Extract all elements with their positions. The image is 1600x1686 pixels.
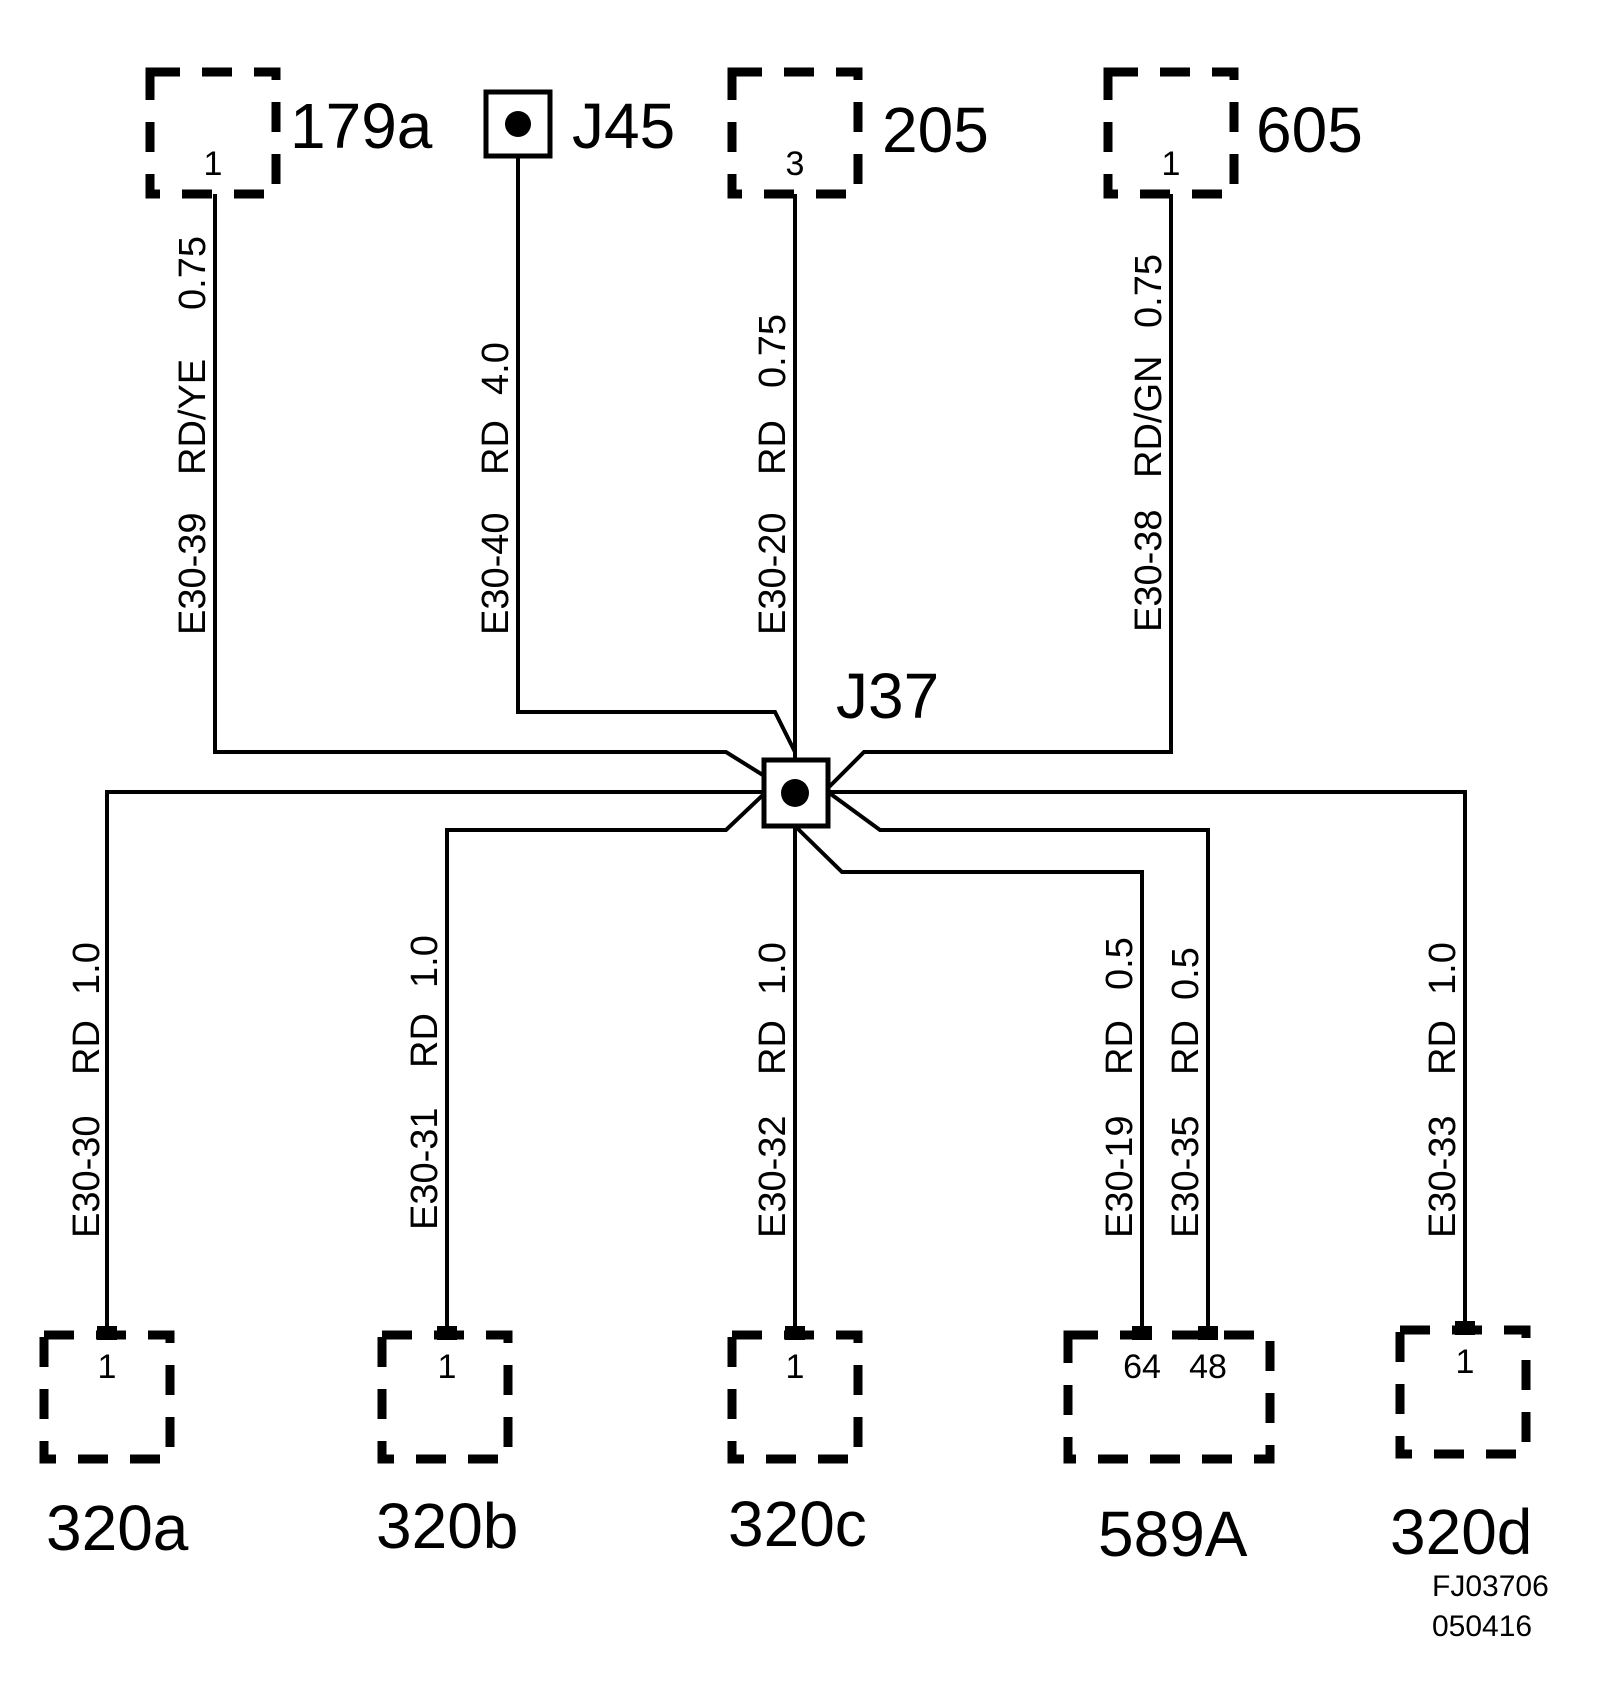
wire-color-e30-40: RD	[475, 420, 517, 475]
figure-code-line2: 050416	[1432, 1610, 1532, 1643]
connector-205-label: 205	[882, 94, 989, 166]
connector-320d-terminal	[1455, 1321, 1475, 1335]
wire-size-e30-33: 1.0	[1422, 942, 1464, 995]
wire-label-e30-35: E30-35 RD 0.5	[1165, 947, 1207, 1238]
wire-e30-39	[213, 194, 792, 794]
connector-320a-label: 320a	[46, 1492, 189, 1564]
connector-589a-label: 589A	[1098, 1498, 1248, 1570]
wire-circuit-e30-40: E30-40	[475, 512, 517, 635]
connector-320b-pin: 1	[438, 1348, 457, 1386]
wire-e30-38	[824, 194, 1173, 792]
wire-size-e30-30: 1.0	[66, 942, 108, 995]
wire-label-e30-39: E30-39 RD/YE 0.75	[172, 236, 214, 635]
wire-color-e30-33: RD	[1422, 1020, 1464, 1075]
wire-size-e30-19: 0.5	[1099, 937, 1141, 990]
figure-code-line1: FJ03706	[1432, 1570, 1549, 1603]
wire-circuit-e30-20: E30-20	[752, 512, 794, 635]
wire-color-e30-35: RD	[1165, 1020, 1207, 1075]
wire-label-e30-38: E30-38 RD/GN 0.75	[1128, 254, 1170, 632]
connector-320d-label: 320d	[1390, 1496, 1532, 1568]
wire-circuit-e30-30: E30-30	[66, 1115, 108, 1238]
wire-label-e30-31: E30-31 RD 1.0	[404, 935, 446, 1230]
wire-e30-40	[516, 156, 797, 753]
connector-320b-label: 320b	[376, 1490, 518, 1562]
connector-179a-box	[145, 67, 281, 199]
connector-589a-terminal-48	[1198, 1326, 1218, 1340]
wire-label-e30-19: E30-19 RD 0.5	[1099, 937, 1141, 1238]
connector-205-box	[727, 67, 863, 199]
connector-320a-pin: 1	[98, 1348, 117, 1386]
connector-320d-pin: 1	[1456, 1343, 1475, 1381]
connector-320c-pin: 1	[786, 1348, 805, 1386]
connector-320c-terminal	[785, 1326, 805, 1340]
connector-179a-pin: 1	[204, 145, 223, 183]
wire-color-e30-38: RD/GN	[1128, 356, 1170, 478]
wire-color-e30-31: RD	[404, 1013, 446, 1068]
wire-color-e30-20: RD	[752, 420, 794, 475]
connector-179a-label: 179a	[290, 90, 433, 162]
connector-589a-box	[1063, 1330, 1275, 1464]
junction-j37-dot	[781, 779, 809, 807]
wire-color-e30-30: RD	[66, 1020, 108, 1075]
wire-size-e30-20: 0.75	[752, 314, 794, 388]
wire-e30-19	[793, 824, 1144, 1330]
connector-320b-terminal	[437, 1326, 457, 1340]
wire-circuit-e30-38: E30-38	[1128, 509, 1170, 632]
splice-j45-dot	[505, 111, 531, 137]
wire-size-e30-38: 0.75	[1128, 254, 1170, 328]
splice-j45-label: J45	[572, 90, 675, 162]
junction-j37-label: J37	[836, 660, 939, 732]
wire-circuit-e30-32: E30-32	[752, 1115, 794, 1238]
connector-589a-terminal-64	[1132, 1326, 1152, 1340]
connector-605-box	[1103, 67, 1239, 199]
wire-e30-31	[445, 790, 768, 1330]
wire-color-e30-19: RD	[1099, 1020, 1141, 1075]
connector-589a-pin-48: 48	[1189, 1348, 1227, 1386]
wire-circuit-e30-33: E30-33	[1422, 1115, 1464, 1238]
wire-circuit-e30-35: E30-35	[1165, 1115, 1207, 1238]
wire-label-e30-40: E30-40 RD 4.0	[475, 342, 517, 635]
connector-605-pin: 1	[1162, 145, 1181, 183]
wire-size-e30-35: 0.5	[1165, 947, 1207, 1000]
wire-size-e30-31: 1.0	[404, 935, 446, 988]
wire-circuit-e30-19: E30-19	[1099, 1115, 1141, 1238]
wire-e30-35	[826, 790, 1210, 1330]
connector-320c-label: 320c	[728, 1488, 867, 1560]
wire-circuit-e30-39: E30-39	[172, 512, 214, 635]
wire-label-e30-32: E30-32 RD 1.0	[752, 942, 794, 1238]
wire-circuit-e30-31: E30-31	[404, 1107, 446, 1230]
wire-label-e30-20: E30-20 RD 0.75	[752, 314, 794, 635]
wire-label-e30-33: E30-33 RD 1.0	[1422, 942, 1464, 1238]
junction-j37-box	[761, 757, 831, 829]
wire-size-e30-39: 0.75	[172, 236, 214, 310]
connector-320a-terminal	[97, 1326, 117, 1340]
connector-205-pin: 3	[786, 145, 805, 183]
wire-size-e30-40: 4.0	[475, 342, 517, 395]
wire-color-e30-32: RD	[752, 1020, 794, 1075]
wire-label-e30-30: E30-30 RD 1.0	[66, 942, 108, 1238]
connector-605-label: 605	[1256, 94, 1363, 166]
wire-size-e30-32: 1.0	[752, 942, 794, 995]
wire-color-e30-39: RD/YE	[172, 359, 214, 475]
connector-589a-pin-64: 64	[1123, 1348, 1161, 1386]
